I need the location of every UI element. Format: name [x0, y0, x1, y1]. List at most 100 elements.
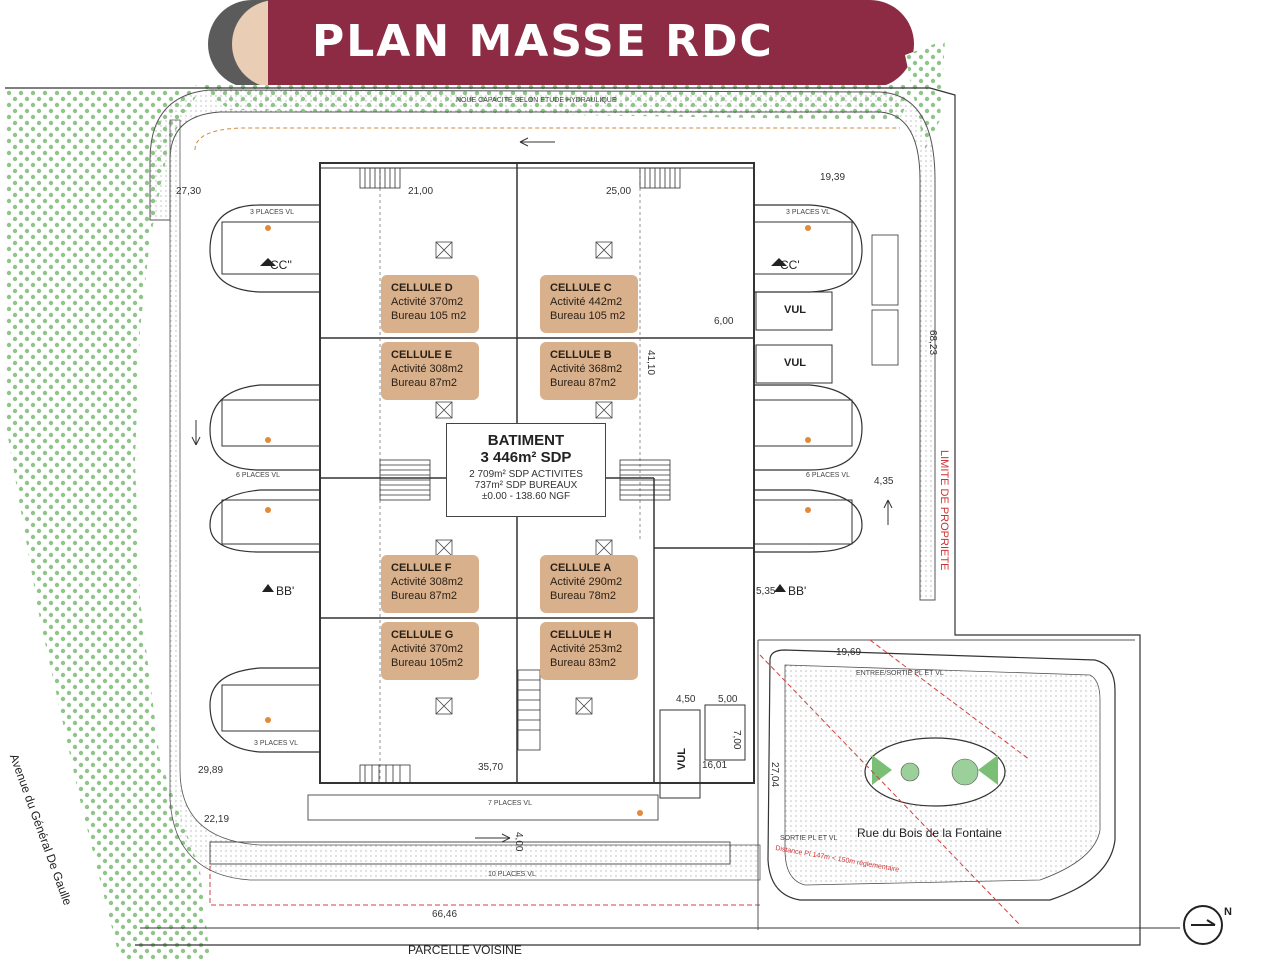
- section-marker-bb-right: [774, 584, 786, 592]
- places-label: 6 PLACES VL: [236, 472, 280, 479]
- cell-activite: Activité 368m2: [550, 363, 623, 375]
- cell-activite: Activité 370m2: [391, 643, 464, 655]
- cell-name: CELLULE F: [391, 562, 452, 574]
- north-label: N: [1224, 906, 1232, 918]
- cell-activite: Activité 290m2: [550, 576, 623, 588]
- cell-bureau: Bureau 87m2: [391, 377, 458, 389]
- places-label: 10 PLACES VL: [488, 871, 536, 878]
- distance-line-2: [869, 639, 1031, 761]
- building-level: ±0.00 - 138.60 NGF: [481, 491, 571, 502]
- setback-line: [194, 127, 900, 151]
- dimension: 19,69: [836, 647, 862, 658]
- north-arrow-icon: [1183, 905, 1223, 945]
- building-label: BATIMENT: [487, 432, 565, 449]
- cell-h: CELLULE H Activité 253m2 Bureau 83m2: [540, 622, 638, 680]
- section-marker-cc-right: [771, 258, 787, 266]
- cell-bureau: Bureau 83m2: [550, 657, 617, 669]
- building-summary: BATIMENT 3 446m² SDP 2 709m² SDP ACTIVIT…: [446, 423, 606, 517]
- peripheral-road-top: [149, 89, 936, 601]
- tree-1: [900, 762, 920, 782]
- dimension: 35,70: [478, 762, 504, 773]
- dimension: 16,01: [702, 760, 728, 771]
- dimension: 5,00: [718, 694, 738, 705]
- cell-f: CELLULE F Activité 308m2 Bureau 87m2: [381, 555, 479, 613]
- skylights: [435, 241, 613, 715]
- section-bb-left-label: BB': [276, 584, 295, 598]
- page-title: PLAN MASSE RDC: [312, 16, 774, 67]
- dimension: 4,00: [513, 832, 524, 852]
- hydraulic-label: NOUE CAPACITE SELON ETUDE HYDRAULIQUE: [456, 97, 617, 104]
- green-hedge-left: [5, 90, 210, 960]
- site-boundary: [5, 87, 1141, 946]
- dimension: 6,00: [714, 316, 734, 327]
- dimension: 66,46: [432, 909, 458, 920]
- dimension: 7,00: [731, 730, 742, 750]
- title-banner: [268, 0, 914, 88]
- dimension: 19,39: [820, 172, 846, 183]
- parcelle-label: PARCELLE VOISINE: [408, 943, 522, 957]
- entry-label: ENTREE/SORTIE PL ET VL: [856, 670, 944, 677]
- green-hedge-corner: [905, 40, 945, 150]
- building-activites: 2 709m² SDP ACTIVITES: [469, 469, 583, 480]
- staircases: [359, 167, 681, 784]
- setback-line-bottom: [209, 850, 760, 906]
- parking-strip-10: [209, 841, 731, 865]
- cell-bureau: Bureau 87m2: [391, 590, 458, 602]
- roundabout: [864, 737, 1006, 807]
- section-cc-left-label: CC'': [270, 258, 292, 272]
- dimension: 21,00: [408, 186, 434, 197]
- dimension: 25,00: [606, 186, 632, 197]
- cell-d: CELLULE D Activité 370m2 Bureau 105 m2: [381, 275, 479, 333]
- vul-label: VUL: [784, 357, 806, 369]
- cell-name: CELLULE A: [550, 562, 612, 574]
- dimension: 27,30: [176, 186, 202, 197]
- cell-bureau: Bureau 105m2: [391, 657, 464, 669]
- green-wedge-left: [872, 755, 892, 785]
- section-bb-right-label: BB': [788, 584, 807, 598]
- cell-name: CELLULE B: [550, 349, 612, 361]
- dimension: 27,04: [769, 762, 780, 788]
- places-label: 7 PLACES VL: [488, 800, 532, 807]
- cell-bureau: Bureau 105 m2: [391, 310, 467, 322]
- cell-activite: Activité 370m2: [391, 296, 464, 308]
- parking-strip-7: [307, 794, 659, 821]
- cell-activite: Activité 442m2: [550, 296, 623, 308]
- places-label: 3 PLACES VL: [250, 209, 294, 216]
- peripheral-road-left: [169, 119, 761, 881]
- parking-bays-right: [753, 204, 863, 553]
- cell-name: CELLULE E: [391, 349, 453, 361]
- building-sdp: 3 446m² SDP: [480, 449, 572, 466]
- access-road: [767, 649, 1116, 901]
- cell-activite: Activité 308m2: [391, 576, 464, 588]
- tree-2: [951, 758, 979, 786]
- espace-bay: [704, 704, 746, 761]
- cell-activite: Activité 308m2: [391, 363, 464, 375]
- dimension: 41,10: [645, 350, 656, 376]
- traffic-arrows: [191, 137, 893, 843]
- vul-bay-bottom: [659, 709, 701, 799]
- cell-name: CELLULE C: [550, 282, 612, 294]
- places-label: 6 PLACES VL: [806, 472, 850, 479]
- exit-label: SORTIE PL ET VL: [780, 835, 838, 842]
- truck-symbol: [871, 234, 899, 366]
- property-limit-label: LIMITE DE PROPRIETE: [938, 450, 950, 571]
- cell-bureau: Bureau 87m2: [550, 377, 617, 389]
- section-cc-right-label: CC': [780, 258, 800, 272]
- cell-g: CELLULE G Activité 370m2 Bureau 105m2: [381, 622, 479, 680]
- parking-bays-left: [209, 204, 321, 753]
- dimension: 4,35: [874, 476, 894, 487]
- distance-line: [759, 654, 1021, 926]
- cell-c: CELLULE C Activité 442m2 Bureau 105 m2: [540, 275, 638, 333]
- dimension: 5,35: [756, 586, 776, 597]
- equipment-markers: [265, 225, 811, 816]
- dimension: 29,89: [198, 765, 224, 776]
- vul-label: VUL: [676, 748, 688, 770]
- cell-bureau: Bureau 105 m2: [550, 310, 626, 322]
- vul-label: VUL: [784, 304, 806, 316]
- green-wedge-right: [978, 755, 998, 785]
- cell-name: CELLULE H: [550, 629, 612, 641]
- section-marker-bb-left: [262, 584, 274, 592]
- cell-b: CELLULE B Activité 368m2 Bureau 87m2: [540, 342, 638, 400]
- places-label: 3 PLACES VL: [786, 209, 830, 216]
